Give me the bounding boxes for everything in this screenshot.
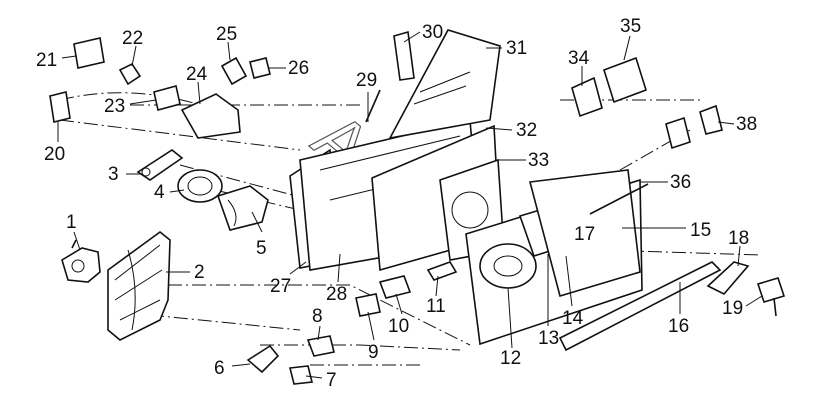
part-3-link [136, 149, 184, 181]
label-22: 22 [122, 28, 143, 49]
label-28: 28 [326, 284, 347, 305]
part-1-door-lock [61, 239, 101, 283]
label-34: 34 [568, 48, 590, 69]
label-14: 14 [562, 308, 584, 329]
label-3: 3 [108, 164, 119, 185]
label-36: 36 [670, 172, 691, 193]
label-4: 4 [154, 182, 165, 203]
label-21: 21 [36, 50, 57, 71]
part-2-window-regulator [107, 230, 171, 341]
label-17: 17 [574, 224, 595, 245]
part-31-window-glass [388, 29, 501, 140]
label-16: 16 [668, 316, 689, 337]
part-6-bracket [246, 344, 280, 374]
label-9: 9 [368, 342, 379, 363]
label-30: 30 [422, 22, 443, 43]
label-24: 24 [186, 64, 208, 85]
label-7: 7 [326, 370, 337, 391]
label-32: 32 [516, 120, 537, 141]
label-6: 6 [214, 358, 225, 379]
part-35-latch [603, 56, 647, 104]
part-25-latch [220, 56, 248, 86]
label-35: 35 [620, 16, 641, 37]
leader-lines [57, 31, 763, 379]
label-8: 8 [312, 306, 323, 327]
label-25: 25 [216, 24, 237, 45]
part-12-speaker [479, 243, 537, 289]
part-34-latch [571, 76, 603, 118]
part-labels: 1 2 3 4 5 6 7 8 9 10 11 12 13 14 15 16 1… [36, 16, 757, 391]
part-18-lever [706, 261, 750, 295]
part-8-clip [306, 335, 335, 357]
part-37-clip [665, 116, 691, 150]
label-29: 29 [356, 70, 377, 91]
label-26: 26 [288, 58, 309, 79]
part-22-pin [118, 62, 142, 86]
label-18: 18 [728, 228, 749, 249]
label-2: 2 [194, 262, 205, 283]
part-11-pin [426, 261, 458, 281]
part-38-clip [699, 104, 723, 135]
label-31: 31 [506, 38, 527, 59]
label-23: 23 [104, 96, 125, 117]
label-15: 15 [690, 220, 711, 241]
part-10-clip [378, 275, 412, 299]
part-4-ring [177, 169, 223, 203]
label-27: 27 [270, 276, 291, 297]
label-11: 11 [426, 296, 446, 317]
label-12: 12 [500, 348, 521, 369]
part-36-rod [589, 183, 649, 215]
part-24-bracket [180, 93, 241, 139]
label-19: 19 [722, 298, 743, 319]
part-23-clip [153, 85, 181, 111]
label-13: 13 [538, 328, 559, 349]
label-38: 38 [736, 114, 757, 135]
label-33: 33 [528, 150, 549, 171]
label-1: 1 [66, 212, 77, 233]
part-9-clip [355, 293, 381, 317]
part-26-clip [249, 57, 271, 79]
part-20-hinge [49, 91, 71, 123]
label-5: 5 [256, 238, 267, 259]
label-10: 10 [388, 316, 409, 337]
part-30-guide [393, 30, 415, 81]
part-7-clip [289, 365, 313, 385]
part-19-lock-cylinder [756, 277, 786, 317]
part-21-bracket [73, 37, 105, 69]
label-20: 20 [44, 144, 65, 165]
